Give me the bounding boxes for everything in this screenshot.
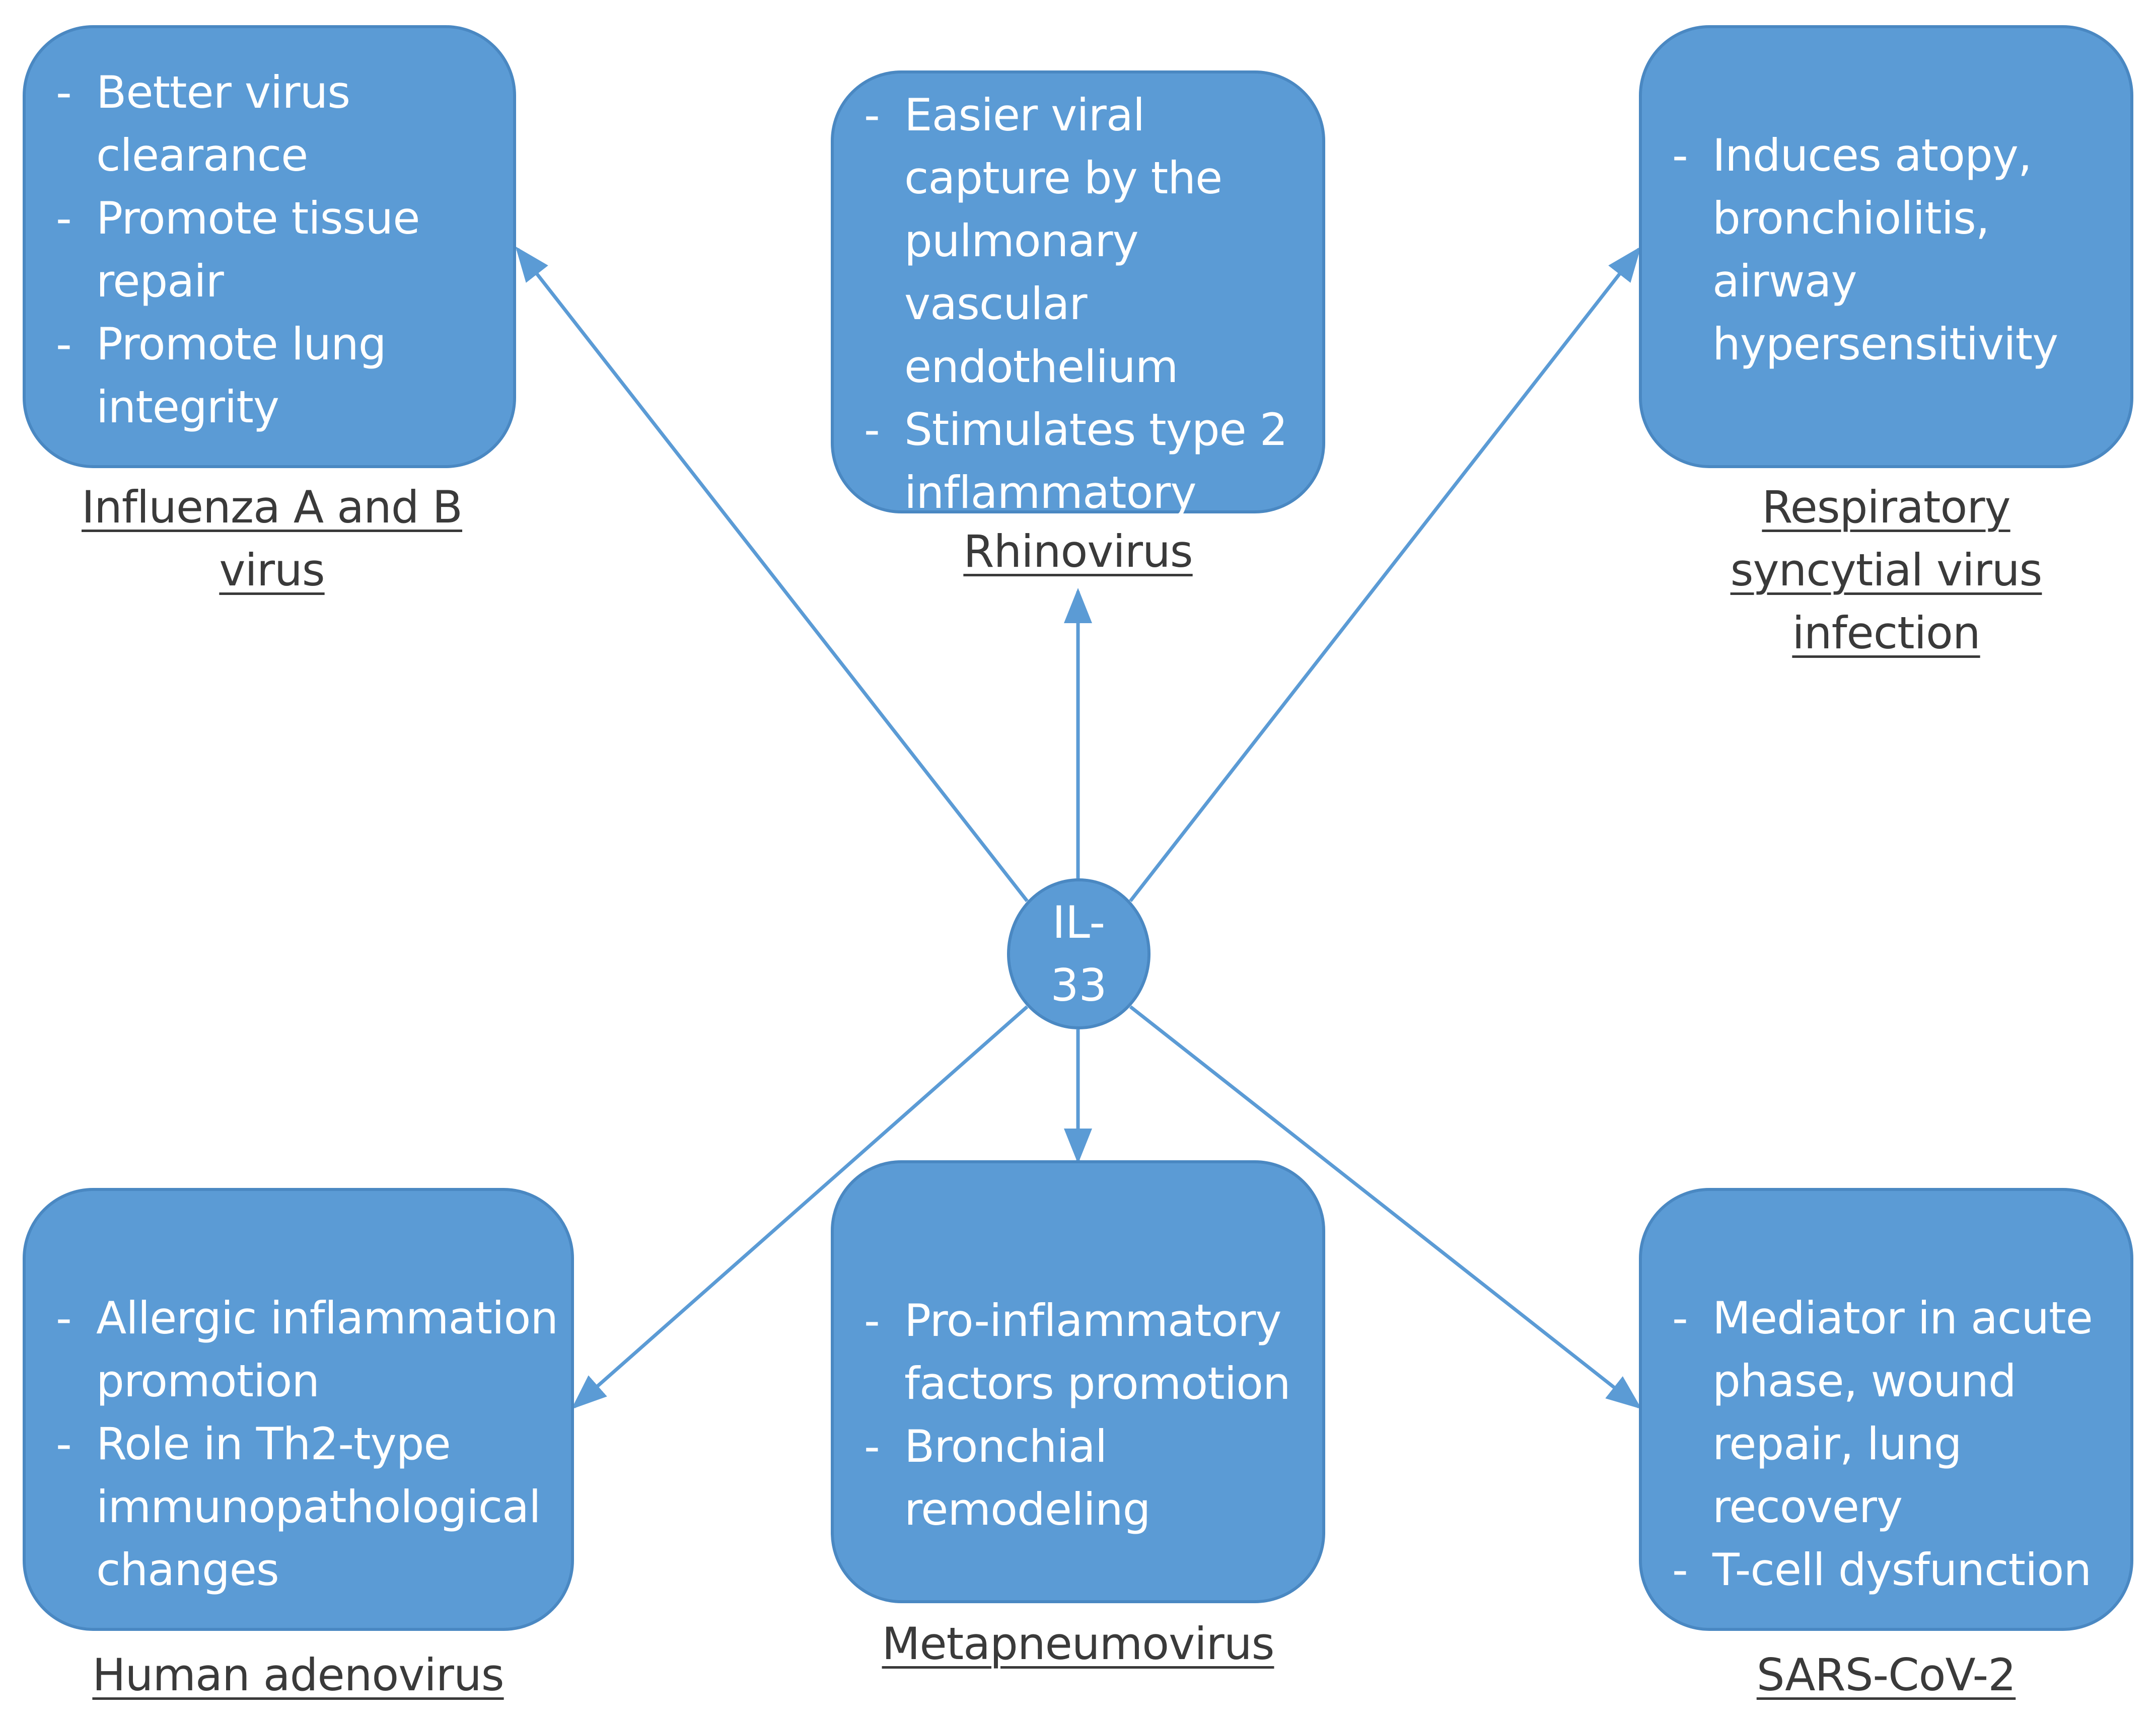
- arrow-to-rsv: [1129, 246, 1641, 903]
- rsv-caption: Respiratory syncytial virus infection: [1730, 481, 2043, 659]
- rsv-list: Induces atopy, bronchiolitis, airway hyp…: [1642, 124, 2130, 376]
- rhinovirus-box: Easier viral capture by the pulmonary va…: [831, 70, 1325, 581]
- influenza-box: Better virus clearance Promote tissue re…: [23, 25, 516, 468]
- arrow-to-adenovirus: [571, 1005, 1029, 1409]
- influenza-caption: Influenza A and B virus: [81, 481, 463, 596]
- influenza-item: Promote lung integrity: [26, 313, 513, 438]
- sarscov2-caption: SARS-CoV-2: [1756, 1649, 2017, 1701]
- adenovirus-list: Allergic inflammation promotion Role in …: [26, 1287, 571, 1601]
- adenovirus-box: Allergic inflammation promotion Role in …: [23, 1188, 574, 1631]
- metapneumovirus-caption: Metapneumovirus: [882, 1618, 1275, 1670]
- sarscov2-box: Mediator in acute phase, wound repair, l…: [1639, 1188, 2133, 1631]
- sarscov2-list: Mediator in acute phase, wound repair, l…: [1642, 1287, 2130, 1601]
- adenovirus-item: Allergic inflammation promotion: [26, 1287, 571, 1412]
- metapneumovirus-item: Pro-inflammatory factors promotion: [834, 1289, 1322, 1415]
- metapneumovirus-list: Pro-inflammatory factors promotion Bronc…: [834, 1289, 1322, 1541]
- sarscov2-item: Mediator in acute phase, wound repair, l…: [1642, 1287, 2130, 1538]
- il33-label-line2: 33: [1050, 959, 1107, 1011]
- metapneumovirus-box: Pro-inflammatory factors promotion Bronc…: [831, 1160, 1325, 1603]
- rhinovirus-list: Easier viral capture by the pulmonary va…: [834, 84, 1322, 587]
- arrow-to-influenza: [515, 246, 1029, 903]
- influenza-item: Better virus clearance: [26, 61, 513, 187]
- rhinovirus-item: Easier viral capture by the pulmonary va…: [834, 84, 1322, 398]
- il33-label-line1: IL-: [1052, 896, 1106, 948]
- arrow-to-sarscov2: [1129, 1005, 1642, 1409]
- rsv-box: Induces atopy, bronchiolitis, airway hyp…: [1639, 25, 2133, 468]
- rsv-item: Induces atopy, bronchiolitis, airway hyp…: [1642, 124, 2130, 376]
- rhinovirus-item: Stimulates type 2 inflammatory response: [834, 398, 1322, 587]
- influenza-list: Better virus clearance Promote tissue re…: [26, 61, 513, 438]
- influenza-item: Promote tissue repair: [26, 187, 513, 313]
- metapneumovirus-item: Bronchial remodeling: [834, 1415, 1322, 1541]
- il33-node: IL- 33: [1007, 878, 1151, 1029]
- adenovirus-item: Role in Th2-type immunopathological chan…: [26, 1412, 571, 1601]
- sarscov2-item: T-cell dysfunction: [1642, 1538, 2130, 1601]
- rhinovirus-caption: Rhinovirus: [963, 526, 1193, 577]
- adenovirus-caption: Human adenovirus: [92, 1649, 504, 1701]
